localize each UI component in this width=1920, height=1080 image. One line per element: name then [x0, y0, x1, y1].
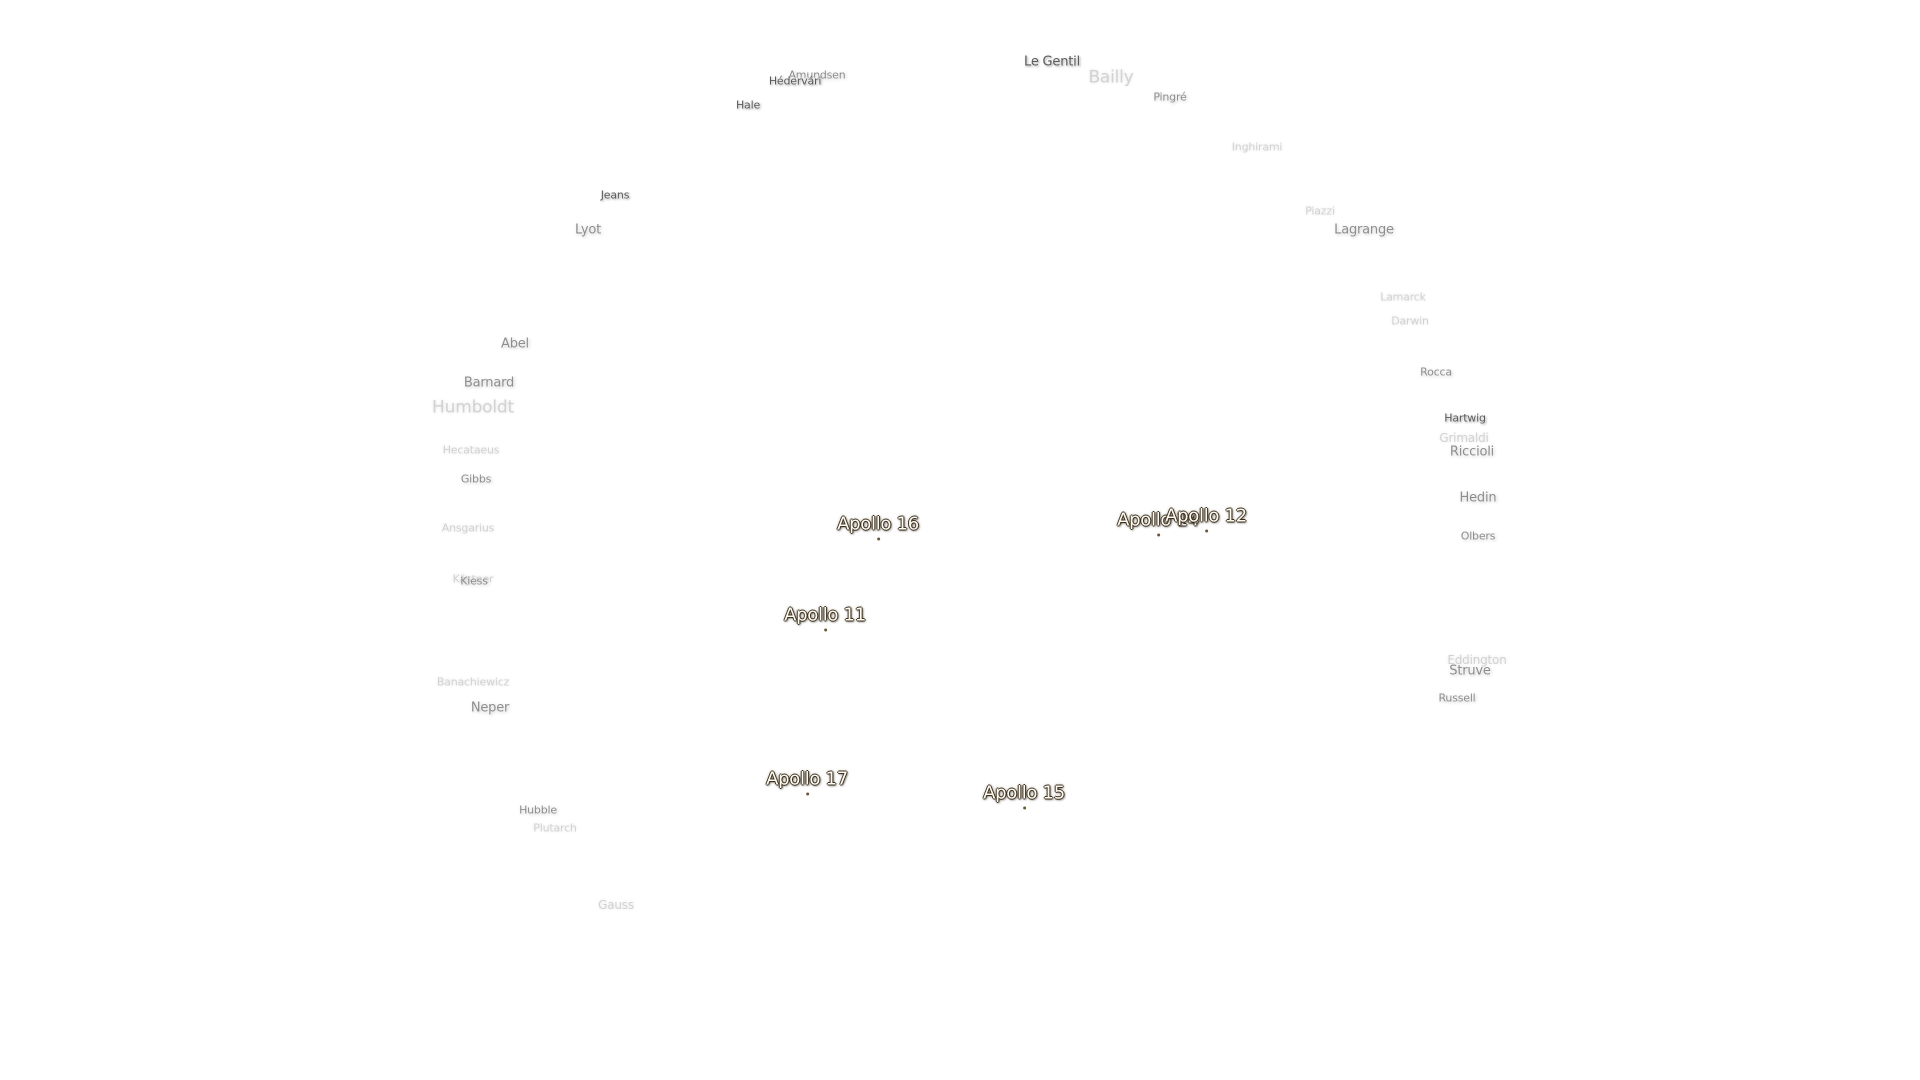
crater-label-le-gentil[interactable]: Le Gentil [1024, 54, 1080, 70]
landing-site-marker [805, 792, 809, 796]
crater-label-neper[interactable]: Neper [470, 700, 510, 716]
crater-label-olbers[interactable]: Olbers [1460, 529, 1496, 543]
crater-label-gibbs[interactable]: Gibbs [460, 472, 492, 486]
landing-site-label: Apollo 12 [1165, 505, 1247, 527]
landing-site-label: Apollo 16 [837, 513, 919, 535]
landing-site-apollo-14[interactable]: Apollo 14 [1117, 509, 1199, 537]
landing-site-marker [876, 537, 880, 541]
crater-label-banachiewicz[interactable]: Banachiewicz [436, 675, 510, 689]
crater-label-pingre[interactable]: Pingré [1153, 90, 1187, 104]
crater-label-riccioli[interactable]: Riccioli [1449, 444, 1495, 460]
landing-site-label: Apollo 17 [766, 768, 848, 790]
crater-label-inghirami[interactable]: Inghirami [1231, 140, 1283, 154]
crater-label-lyot[interactable]: Lyot [575, 222, 601, 238]
crater-label-hale[interactable]: Hale [735, 98, 761, 112]
crater-label-hartwig[interactable]: Hartwig [1444, 411, 1486, 425]
crater-label-barnard[interactable]: Barnard [463, 375, 515, 391]
crater-label-jeans[interactable]: Jeans [600, 188, 630, 202]
crater-label-bailly[interactable]: Bailly [1088, 67, 1134, 88]
crater-label-hedin[interactable]: Hedin [1459, 490, 1497, 506]
landing-site-marker [1022, 806, 1026, 810]
crater-label-piazzi[interactable]: Piazzi [1305, 204, 1335, 218]
landing-site-apollo-15[interactable]: Apollo 15 [983, 782, 1065, 810]
crater-label-lagrange[interactable]: Lagrange [1334, 222, 1394, 238]
crater-label-russell[interactable]: Russell [1438, 691, 1476, 705]
crater-label-abel[interactable]: Abel [501, 336, 529, 352]
crater-label-struve[interactable]: Struve [1449, 663, 1491, 679]
crater-label-gauss[interactable]: Gauss [598, 898, 634, 912]
crater-label-hecataeus[interactable]: Hecataeus [442, 443, 500, 457]
landing-site-label: Apollo 15 [983, 782, 1065, 804]
crater-label-rocca[interactable]: Rocca [1420, 365, 1452, 379]
crater-label-plutarch[interactable]: Plutarch [533, 821, 577, 835]
crater-label-grimaldi[interactable]: Grimaldi [1439, 431, 1489, 445]
landing-site-marker [823, 628, 827, 632]
landing-site-apollo-12[interactable]: Apollo 12 [1165, 505, 1247, 533]
crater-label-hedervari[interactable]: Hédervári [768, 74, 822, 88]
crater-label-lamarck[interactable]: Lamarck [1380, 290, 1426, 304]
landing-site-apollo-17[interactable]: Apollo 17 [766, 768, 848, 796]
landing-site-marker [1204, 529, 1208, 533]
landing-site-apollo-16[interactable]: Apollo 16 [837, 513, 919, 541]
landing-site-apollo-11[interactable]: Apollo 11 [784, 604, 866, 632]
crater-label-humboldt[interactable]: Humboldt [432, 397, 514, 418]
landing-site-label: Apollo 14 [1117, 509, 1199, 531]
crater-label-amundsen[interactable]: Amundsen [788, 68, 846, 82]
landing-site-label: Apollo 11 [784, 604, 866, 626]
crater-label-ansgarius[interactable]: Ansgarius [441, 521, 495, 535]
crater-label-hubble[interactable]: Hubble [519, 803, 557, 817]
landing-site-marker [1156, 533, 1160, 537]
crater-label-kiess[interactable]: Kiess [460, 574, 488, 588]
crater-label-eddington[interactable]: Eddington [1447, 653, 1507, 667]
crater-label-kastner[interactable]: Kästner [452, 572, 494, 586]
crater-label-darwin[interactable]: Darwin [1391, 314, 1429, 328]
